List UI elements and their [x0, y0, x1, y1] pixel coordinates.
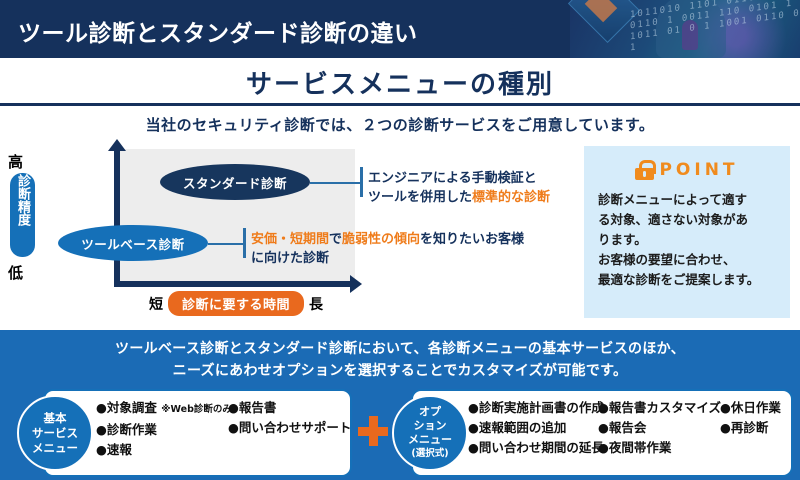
basic-item-note: ※Web診断のみ — [161, 404, 232, 415]
lock-icon — [635, 160, 657, 180]
point-callout-box: POINT 診断メニューによって適す る対象、適さない対象があ ります。 お客様… — [584, 146, 790, 318]
chart-point-standard: スタンダード診断 — [160, 164, 310, 200]
bottom-description-line1: ツールベース診断とスタンダード診断において、各診断メニューの基本サービスのほか、 — [115, 341, 685, 357]
option-item-label: ●再診断 — [720, 420, 769, 435]
option-badge-line: オプ — [419, 405, 441, 418]
header-title: ツール診断とスタンダード診断の違い — [18, 21, 418, 47]
option-badge-sub: (選択式) — [411, 448, 449, 459]
plus-icon — [358, 416, 388, 446]
x-axis-low-label: 短 — [148, 296, 163, 313]
option-badge-line: メニュー — [408, 433, 452, 446]
bottom-description-line2: ニーズにあわせオプションを選択することでカスタマイズが可能です。 — [172, 363, 628, 379]
point-body: 診断メニューによって適す る対象、適さない対象があ ります。 お客様の要望に合わ… — [598, 190, 780, 290]
basic-menu-column-1: ●対象調査 ※Web診断のみ ●診断作業 ●速報 — [96, 398, 232, 460]
bottom-description: ツールベース診断とスタンダード診断において、各診断メニューの基本サービスのほか、… — [0, 338, 800, 382]
point-heading: POINT — [659, 160, 739, 180]
annotation-tool-highlight-a: 安価・短期間 — [251, 232, 330, 247]
x-axis-arrow-icon — [350, 275, 362, 293]
basic-service-menu-badge: 基本 サービス メニュー — [17, 395, 93, 471]
option-item-label: ●診断実施計画書の作成 — [468, 400, 604, 415]
annotation-standard-highlight: 標準的な診断 — [472, 190, 551, 205]
padlock-binary-illustration: 1011010 1101 0110 1001 0110 1 0011 110 0… — [567, 0, 800, 58]
y-axis-low-label: 低 — [8, 264, 24, 282]
y-axis-title-char-1: 診断精度 — [15, 174, 30, 226]
point-body-line: る対象、適さない対象があ — [598, 212, 749, 227]
basic-item-label: ●問い合わせサポート — [228, 420, 352, 435]
annotation-tool-line2: に向けた診断 — [251, 251, 330, 266]
annotation-tool-based: 安価・短期間で脆弱性の傾向を知りたいお客様 に向けた診断 — [251, 230, 571, 268]
connector-line-standard — [310, 182, 360, 184]
annotation-standard-line1: エンジニアによる手動検証と — [368, 171, 537, 186]
x-axis-title: 診断に要する時間 — [167, 291, 304, 316]
annotation-tool-mid: で — [329, 232, 343, 247]
basic-item-label: ●速報 — [96, 442, 132, 457]
basic-menu-column-2: ●報告書 ●問い合わせサポート — [228, 398, 351, 438]
connector-line-tool — [208, 243, 243, 245]
keyhole-icon — [682, 20, 698, 50]
x-axis-label-row: 短 診断に要する時間 長 — [118, 291, 354, 316]
option-item-label: ●夜間帯作業 — [598, 440, 672, 455]
title-divider — [0, 103, 800, 106]
basic-badge-line: 基本 — [43, 410, 67, 425]
y-axis-title: 診断精度 — [10, 173, 35, 257]
option-item-label: ●報告会 — [598, 420, 647, 435]
option-item-label: ●問い合わせ期間の延長 — [468, 440, 604, 455]
option-item-label: ●報告書カスタマイズ — [598, 400, 722, 415]
annotation-tool-highlight-b: 脆弱性の傾向 — [342, 232, 421, 247]
point-header: POINT — [584, 160, 790, 180]
y-axis-high-label: 高 — [8, 153, 24, 171]
annotation-tool-post: を知りたいお客様 — [420, 232, 525, 247]
y-axis — [114, 145, 120, 287]
lead-text: 当社のセキュリティ診断では、２つの診断サービスをご用意しています。 — [145, 116, 655, 134]
basic-item-label: ●診断作業 — [96, 422, 157, 437]
option-menu-badge: オプ ション メニュー (選択式) — [392, 395, 468, 471]
option-menu-column-3: ●休日作業 ●再診断 — [720, 398, 781, 438]
chart-point-tool-based: ツールベース診断 — [58, 225, 208, 261]
header-banner: 1011010 1101 0110 1001 0110 1 0011 110 0… — [0, 0, 800, 58]
connector-tick-standard — [360, 167, 363, 197]
binary-digits-decoration: 1011010 1101 0110 1001 0110 1 0011 110 0… — [630, 0, 800, 54]
option-menu-column-2: ●報告書カスタマイズ ●報告会 ●夜間帯作業 — [598, 398, 721, 458]
basic-item-label: ●対象調査 — [96, 400, 157, 415]
point-body-line: お客様の要望に合わせ、 — [598, 252, 736, 267]
annotation-standard: エンジニアによる手動検証と ツールを併用した標準的な診断 — [368, 169, 578, 207]
basic-badge-line: サービス — [32, 425, 78, 440]
basic-service-menu-card — [43, 389, 352, 477]
option-item-label: ●休日作業 — [720, 400, 781, 415]
basic-badge-line: メニュー — [32, 440, 78, 455]
point-body-line: 診断メニューによって適す — [598, 192, 748, 207]
x-axis — [114, 281, 354, 287]
point-body-line: ります。 — [598, 232, 647, 247]
option-item-label: ●速報範囲の追加 — [468, 420, 567, 435]
option-badge-line: ション — [413, 419, 447, 432]
basic-item-label: ●報告書 — [228, 400, 277, 415]
page-title: サービスメニューの種別 — [245, 70, 554, 100]
option-menu-column-1: ●診断実施計画書の作成 ●速報範囲の追加 ●問い合わせ期間の延長 — [468, 398, 604, 458]
annotation-standard-line2: ツールを併用した — [368, 190, 473, 205]
point-body-line: 最適な診断をご提案します。 — [598, 272, 760, 287]
connector-tick-tool — [243, 228, 246, 258]
positioning-chart: 高 低 診断精度 スタンダード診断 ツールベース診断 エンジニアによる手動検証と… — [0, 139, 578, 325]
option-menu-card — [411, 389, 793, 477]
x-axis-high-label: 長 — [309, 296, 323, 313]
y-axis-arrow-icon — [108, 139, 126, 151]
